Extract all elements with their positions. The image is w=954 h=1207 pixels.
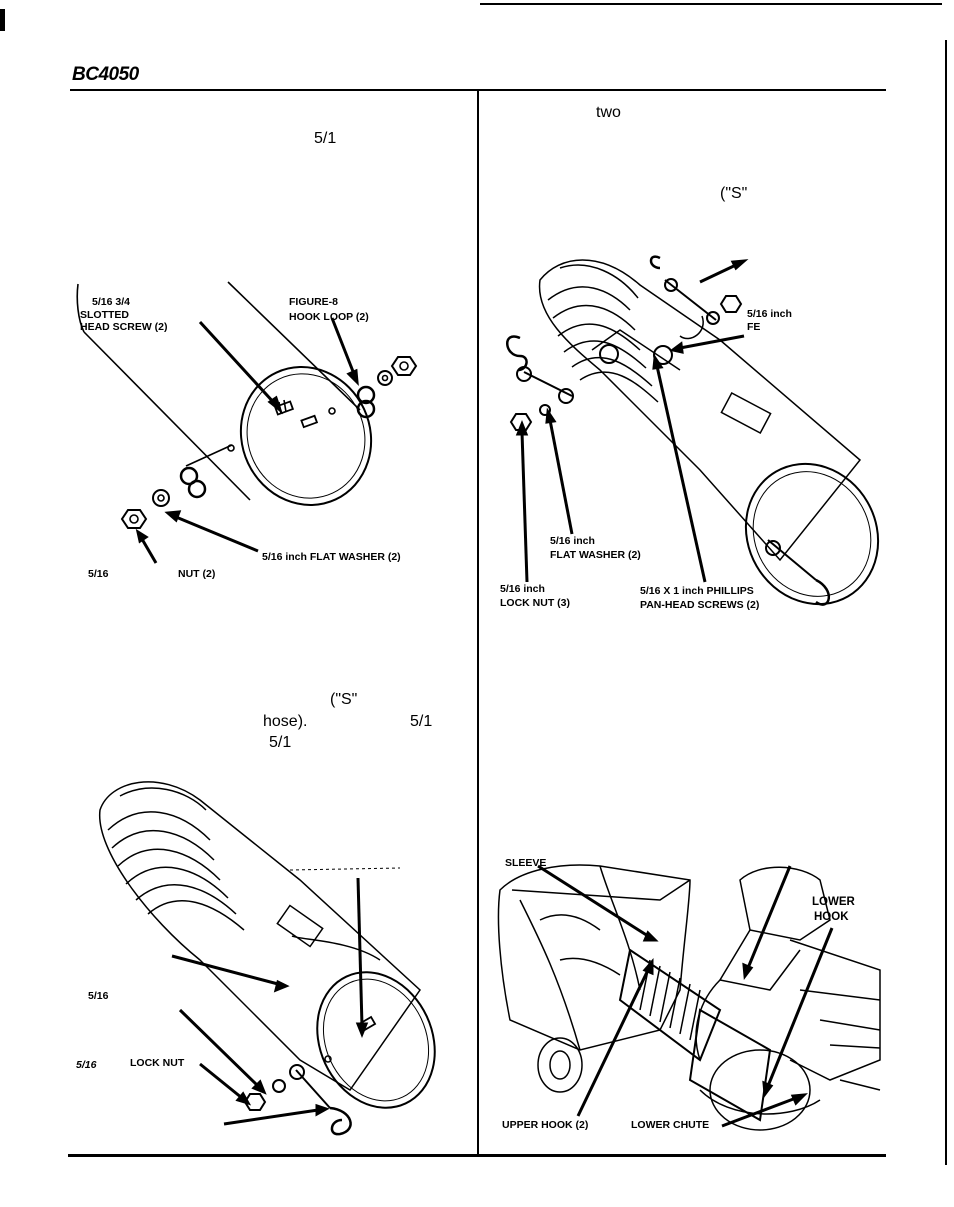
fig2-locknut-name: LOCK NUT (3) — [500, 597, 570, 609]
fig4-lower-hook-2: HOOK — [814, 911, 849, 923]
fig2-screw-size: 5/16 X 1 inch PHILLIPS — [640, 585, 754, 597]
footer-rule — [68, 1154, 886, 1157]
fig1-screw-type: SLOTTED — [80, 309, 129, 321]
left-mid-hose: hose). — [263, 713, 308, 730]
model-number: BC4050 — [72, 64, 139, 85]
header-rule — [70, 89, 886, 91]
fig2-upper-washer-abbr: FE — [747, 321, 761, 333]
fig1-screw-size: 5/16 3/4 — [92, 296, 130, 308]
fig1-hook-name: HOOK LOOP (2) — [289, 311, 369, 323]
fig2-washer-name: FLAT WASHER (2) — [550, 549, 641, 561]
left-top-fraction: 5/1 — [314, 130, 337, 147]
left-mid-fraction-2: 5/1 — [269, 734, 292, 751]
fig1-nut-name: NUT (2) — [178, 568, 216, 580]
fig1-screw-name: HEAD SCREW (2) — [80, 321, 168, 333]
left-mid-fraction-1: 5/1 — [410, 713, 433, 730]
right-top-word: two — [596, 104, 621, 121]
left-mid-quote: ("S" — [330, 691, 358, 708]
fig1-hook-type: FIGURE-8 — [289, 296, 339, 308]
fig4-lower-chute: LOWER CHUTE — [631, 1119, 710, 1131]
fig2-screw-name: PAN-HEAD SCREWS (2) — [640, 599, 760, 611]
right-top-quote: ("S" — [720, 185, 748, 202]
fig4-lower-hook-1: LOWER — [812, 896, 855, 908]
top-rule — [480, 3, 942, 5]
fig3-nut-size: 5/16 — [76, 1059, 97, 1071]
page-mark — [0, 9, 5, 31]
fig4-upper-hook: UPPER HOOK (2) — [502, 1119, 589, 1131]
fig1-nut-size: 5/16 — [88, 568, 109, 580]
fig2-upper-washer-size: 5/16 inch — [747, 308, 792, 320]
fig2-washer-size: 5/16 inch — [550, 535, 595, 547]
right-border — [945, 40, 947, 1165]
fig1-washer: 5/16 inch FLAT WASHER (2) — [262, 551, 401, 563]
fig3-nut-name: LOCK NUT — [130, 1057, 185, 1069]
fig4-sleeve: SLEEVE — [505, 857, 547, 869]
fig3-washer-size: 5/16 — [88, 990, 109, 1002]
column-divider — [477, 91, 479, 1155]
fig2-locknut-size: 5/16 inch — [500, 583, 545, 595]
